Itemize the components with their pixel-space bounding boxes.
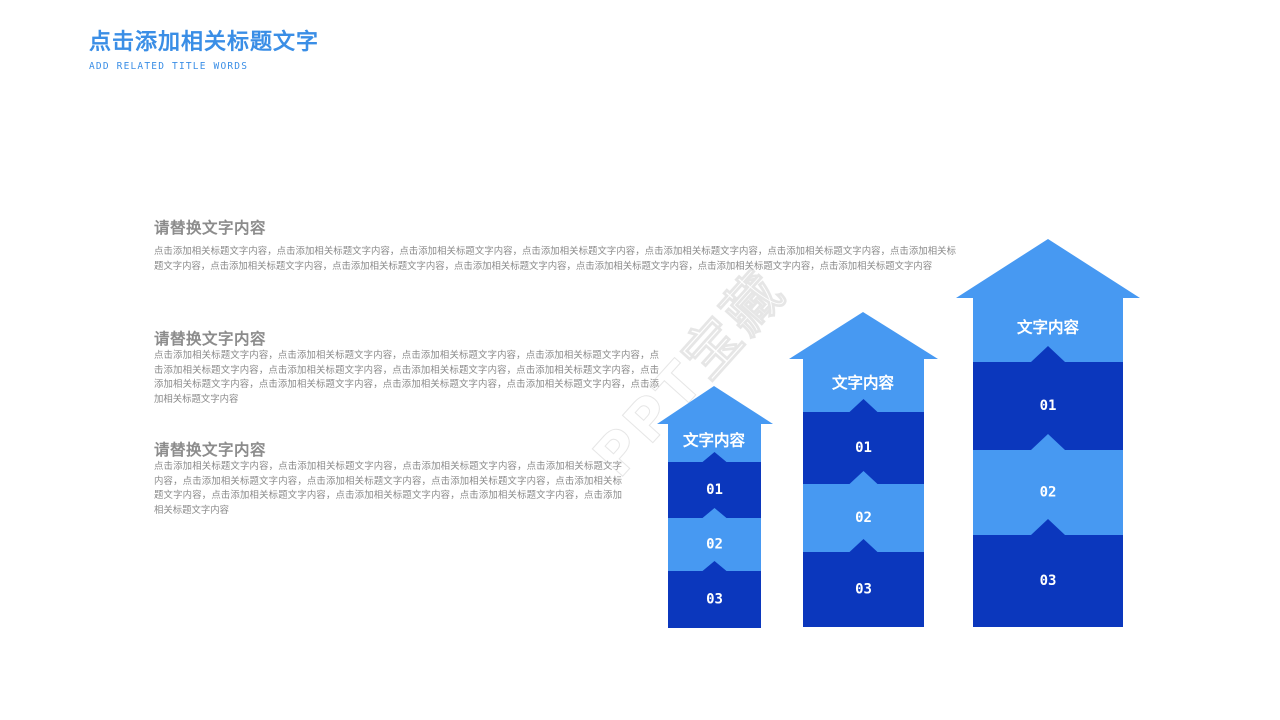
text-block-body: 点击添加相关标题文字内容，点击添加相关标题文字内容，点击添加相关标题文字内容，点… bbox=[154, 461, 622, 516]
arrow-segment-label: 03 bbox=[706, 592, 723, 608]
arrow-segment-label: 01 bbox=[855, 440, 872, 456]
arrow-segment bbox=[668, 561, 761, 628]
arrow-1: 文字内容 01 02 03 bbox=[657, 386, 773, 628]
arrow-segment-label: 01 bbox=[1040, 398, 1057, 414]
text-block-1: 请替换文字内容 点击添加相关标题文字内容，点击添加相关标题文字内容，点击添加相关… bbox=[154, 218, 956, 274]
text-block-heading: 请替换文字内容 bbox=[154, 330, 267, 348]
page-title: 点击添加相关标题文字 bbox=[89, 30, 320, 55]
arrow-head bbox=[789, 312, 938, 412]
text-block-3: 请替换文字内容 点击添加相关标题文字内容，点击添加相关标题文字内容，点击添加相关… bbox=[154, 440, 622, 518]
arrow-segment bbox=[668, 508, 761, 571]
arrow-segment bbox=[973, 346, 1123, 450]
arrow-segment-label: 03 bbox=[1040, 573, 1057, 589]
arrow-segment-label: 02 bbox=[706, 537, 723, 553]
arrow-3: 文字内容 01 02 03 bbox=[956, 239, 1140, 627]
arrow-segment bbox=[803, 539, 924, 627]
arrow-segment bbox=[973, 434, 1123, 535]
text-block-body: 点击添加相关标题文字内容，点击添加相关标题文字内容，点击添加相关标题文字内容，点… bbox=[154, 350, 659, 405]
arrow-segment-label: 03 bbox=[855, 582, 872, 598]
arrow-segment bbox=[803, 471, 924, 552]
arrow-head-label: 文字内容 bbox=[683, 431, 746, 450]
text-block-body: 点击添加相关标题文字内容，点击添加相关标题文字内容，点击添加相关标题文字内容，点… bbox=[154, 246, 956, 272]
arrow-head-label: 文字内容 bbox=[1017, 318, 1080, 337]
arrow-segment-label: 02 bbox=[855, 510, 872, 526]
page-subtitle: ADD RELATED TITLE WORDS bbox=[89, 61, 249, 72]
text-block-2: 请替换文字内容 点击添加相关标题文字内容，点击添加相关标题文字内容，点击添加相关… bbox=[154, 329, 659, 407]
arrow-2: 文字内容 01 02 03 bbox=[789, 312, 938, 627]
arrow-head bbox=[956, 239, 1140, 362]
arrow-head bbox=[657, 386, 773, 462]
text-block-heading: 请替换文字内容 bbox=[154, 441, 267, 459]
arrow-segment bbox=[668, 452, 761, 518]
arrow-segment-label: 01 bbox=[706, 482, 723, 498]
text-block-heading: 请替换文字内容 bbox=[154, 219, 267, 237]
arrow-head-label: 文字内容 bbox=[832, 373, 895, 392]
arrow-segment bbox=[973, 519, 1123, 627]
arrow-segment bbox=[803, 399, 924, 484]
arrow-segment-label: 02 bbox=[1040, 485, 1057, 501]
